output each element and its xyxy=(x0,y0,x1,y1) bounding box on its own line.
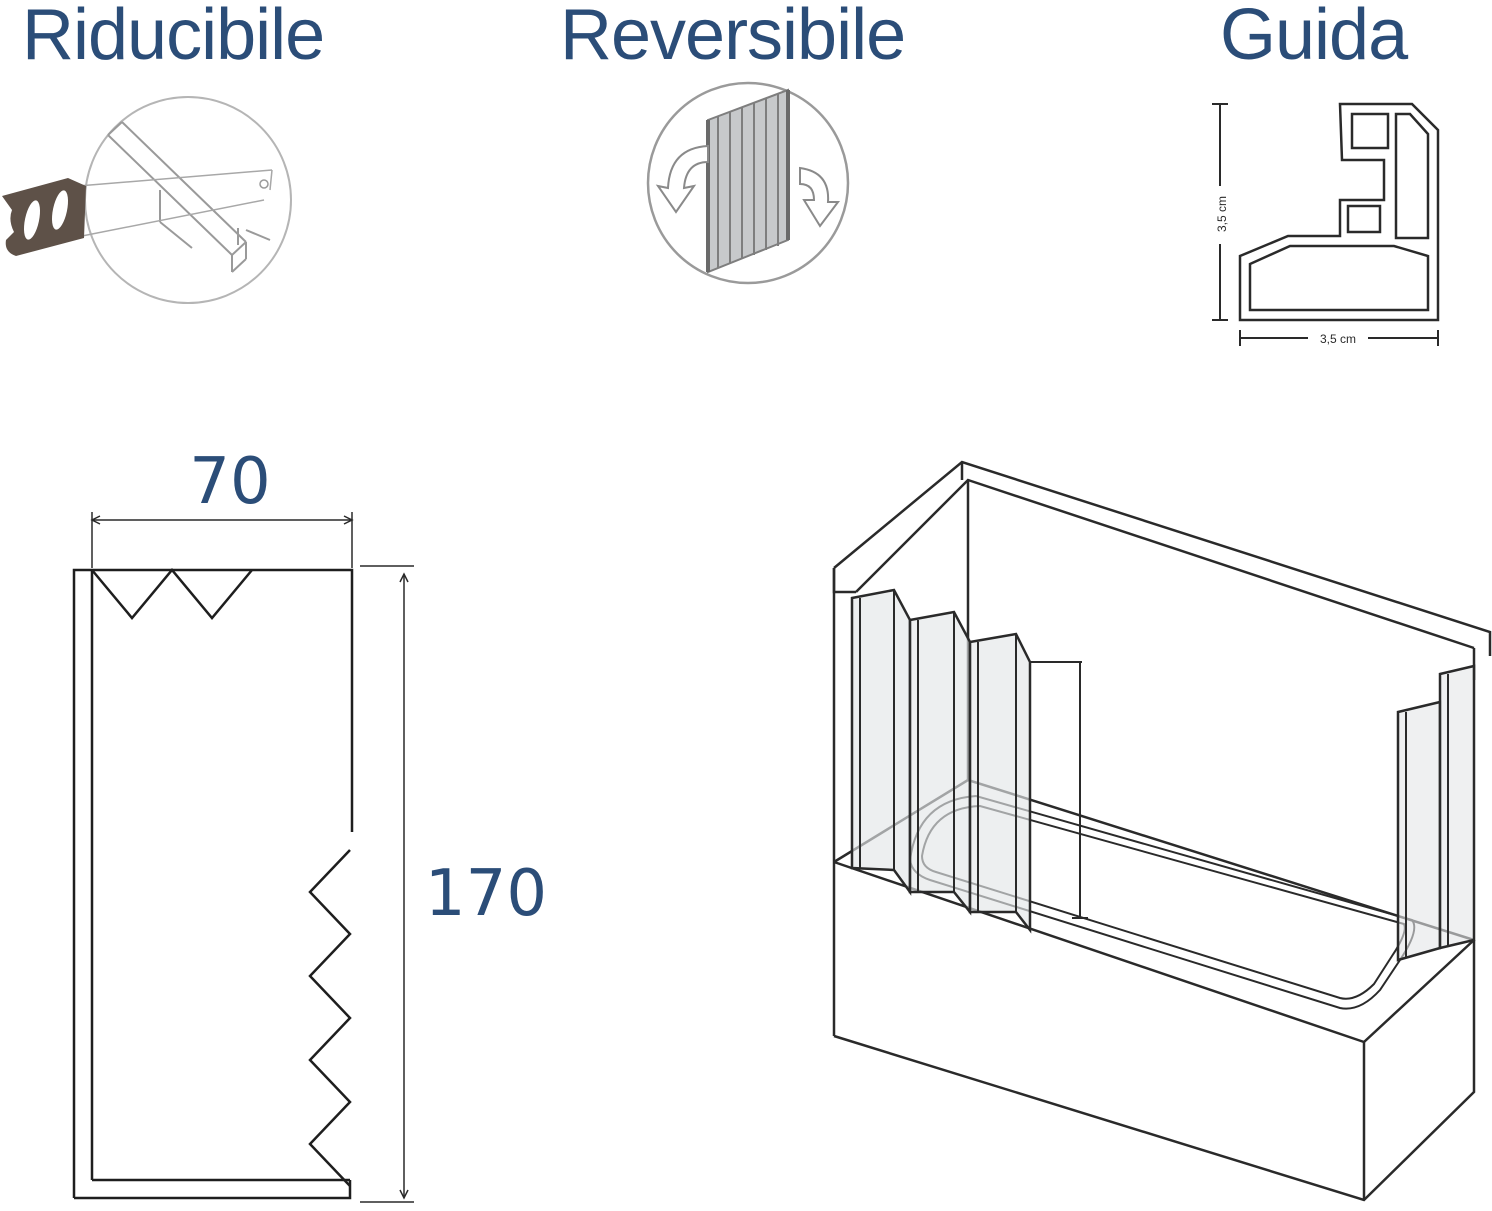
panel-outline xyxy=(72,568,354,1200)
saw-handle-icon xyxy=(2,178,86,256)
folding-shower-screen xyxy=(850,588,1032,934)
opening-height-indicator xyxy=(1030,661,1088,919)
guide-width-label: 3,5 cm xyxy=(1320,332,1356,346)
panel-height-dimension xyxy=(360,565,414,1203)
reversible-door-icon xyxy=(646,81,850,285)
panel-width-label: 70 xyxy=(189,445,270,519)
folded-panel-right xyxy=(1396,664,1476,962)
fold-marks-top xyxy=(91,568,253,620)
rotate-left-arrow-icon xyxy=(655,144,709,214)
folded-panel-right-lines xyxy=(1405,674,1449,958)
shower-screen-fold-lines xyxy=(859,590,1017,912)
feature-title-guida: Guida xyxy=(1220,0,1408,75)
fold-marks-side xyxy=(308,849,352,1187)
saw-cutting-profile-icon xyxy=(2,96,292,304)
guide-profile-section-icon xyxy=(1238,102,1440,322)
rotate-right-arrow-icon xyxy=(799,166,840,228)
panel-height-label: 170 xyxy=(425,857,547,931)
panel-width-dimension xyxy=(90,512,354,568)
feature-title-riducibile: Riducibile xyxy=(22,0,325,75)
guide-height-label: 3,5 cm xyxy=(1215,196,1229,232)
feature-title-reversibile: Reversibile xyxy=(560,0,906,75)
folding-door-panel-icon xyxy=(706,88,790,274)
